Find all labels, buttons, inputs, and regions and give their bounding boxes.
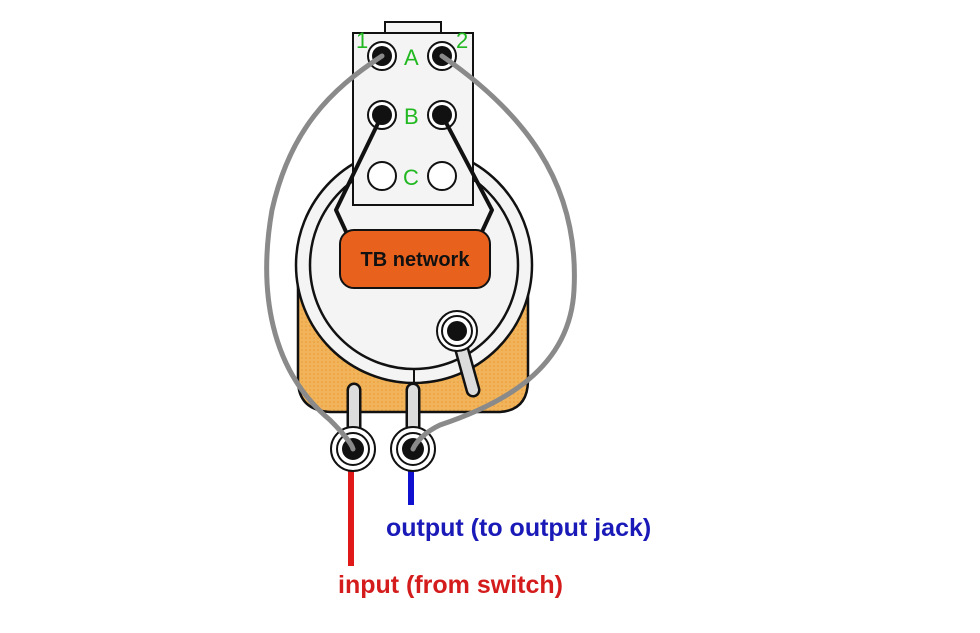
column-label-2: 2 <box>456 28 468 53</box>
wire-1A-to-input-lug <box>264 53 385 452</box>
row-label-a: A <box>404 45 419 70</box>
wiper-lug <box>436 310 478 352</box>
wire-2B-to-network <box>440 114 494 237</box>
lug-2C <box>427 161 457 191</box>
tb-network-box <box>339 229 491 289</box>
tb-network-label: TB network <box>361 249 471 271</box>
row-label-c: C <box>403 165 419 190</box>
row-label-b: B <box>404 104 419 129</box>
wire-1B-to-network <box>334 114 384 237</box>
lug-1C <box>367 161 397 191</box>
output-label: output (to output jack) <box>386 514 651 542</box>
column-label-1: 1 <box>356 28 368 53</box>
input-label: input (from switch) <box>338 571 563 599</box>
wire-2A-to-output-lug <box>410 53 577 452</box>
